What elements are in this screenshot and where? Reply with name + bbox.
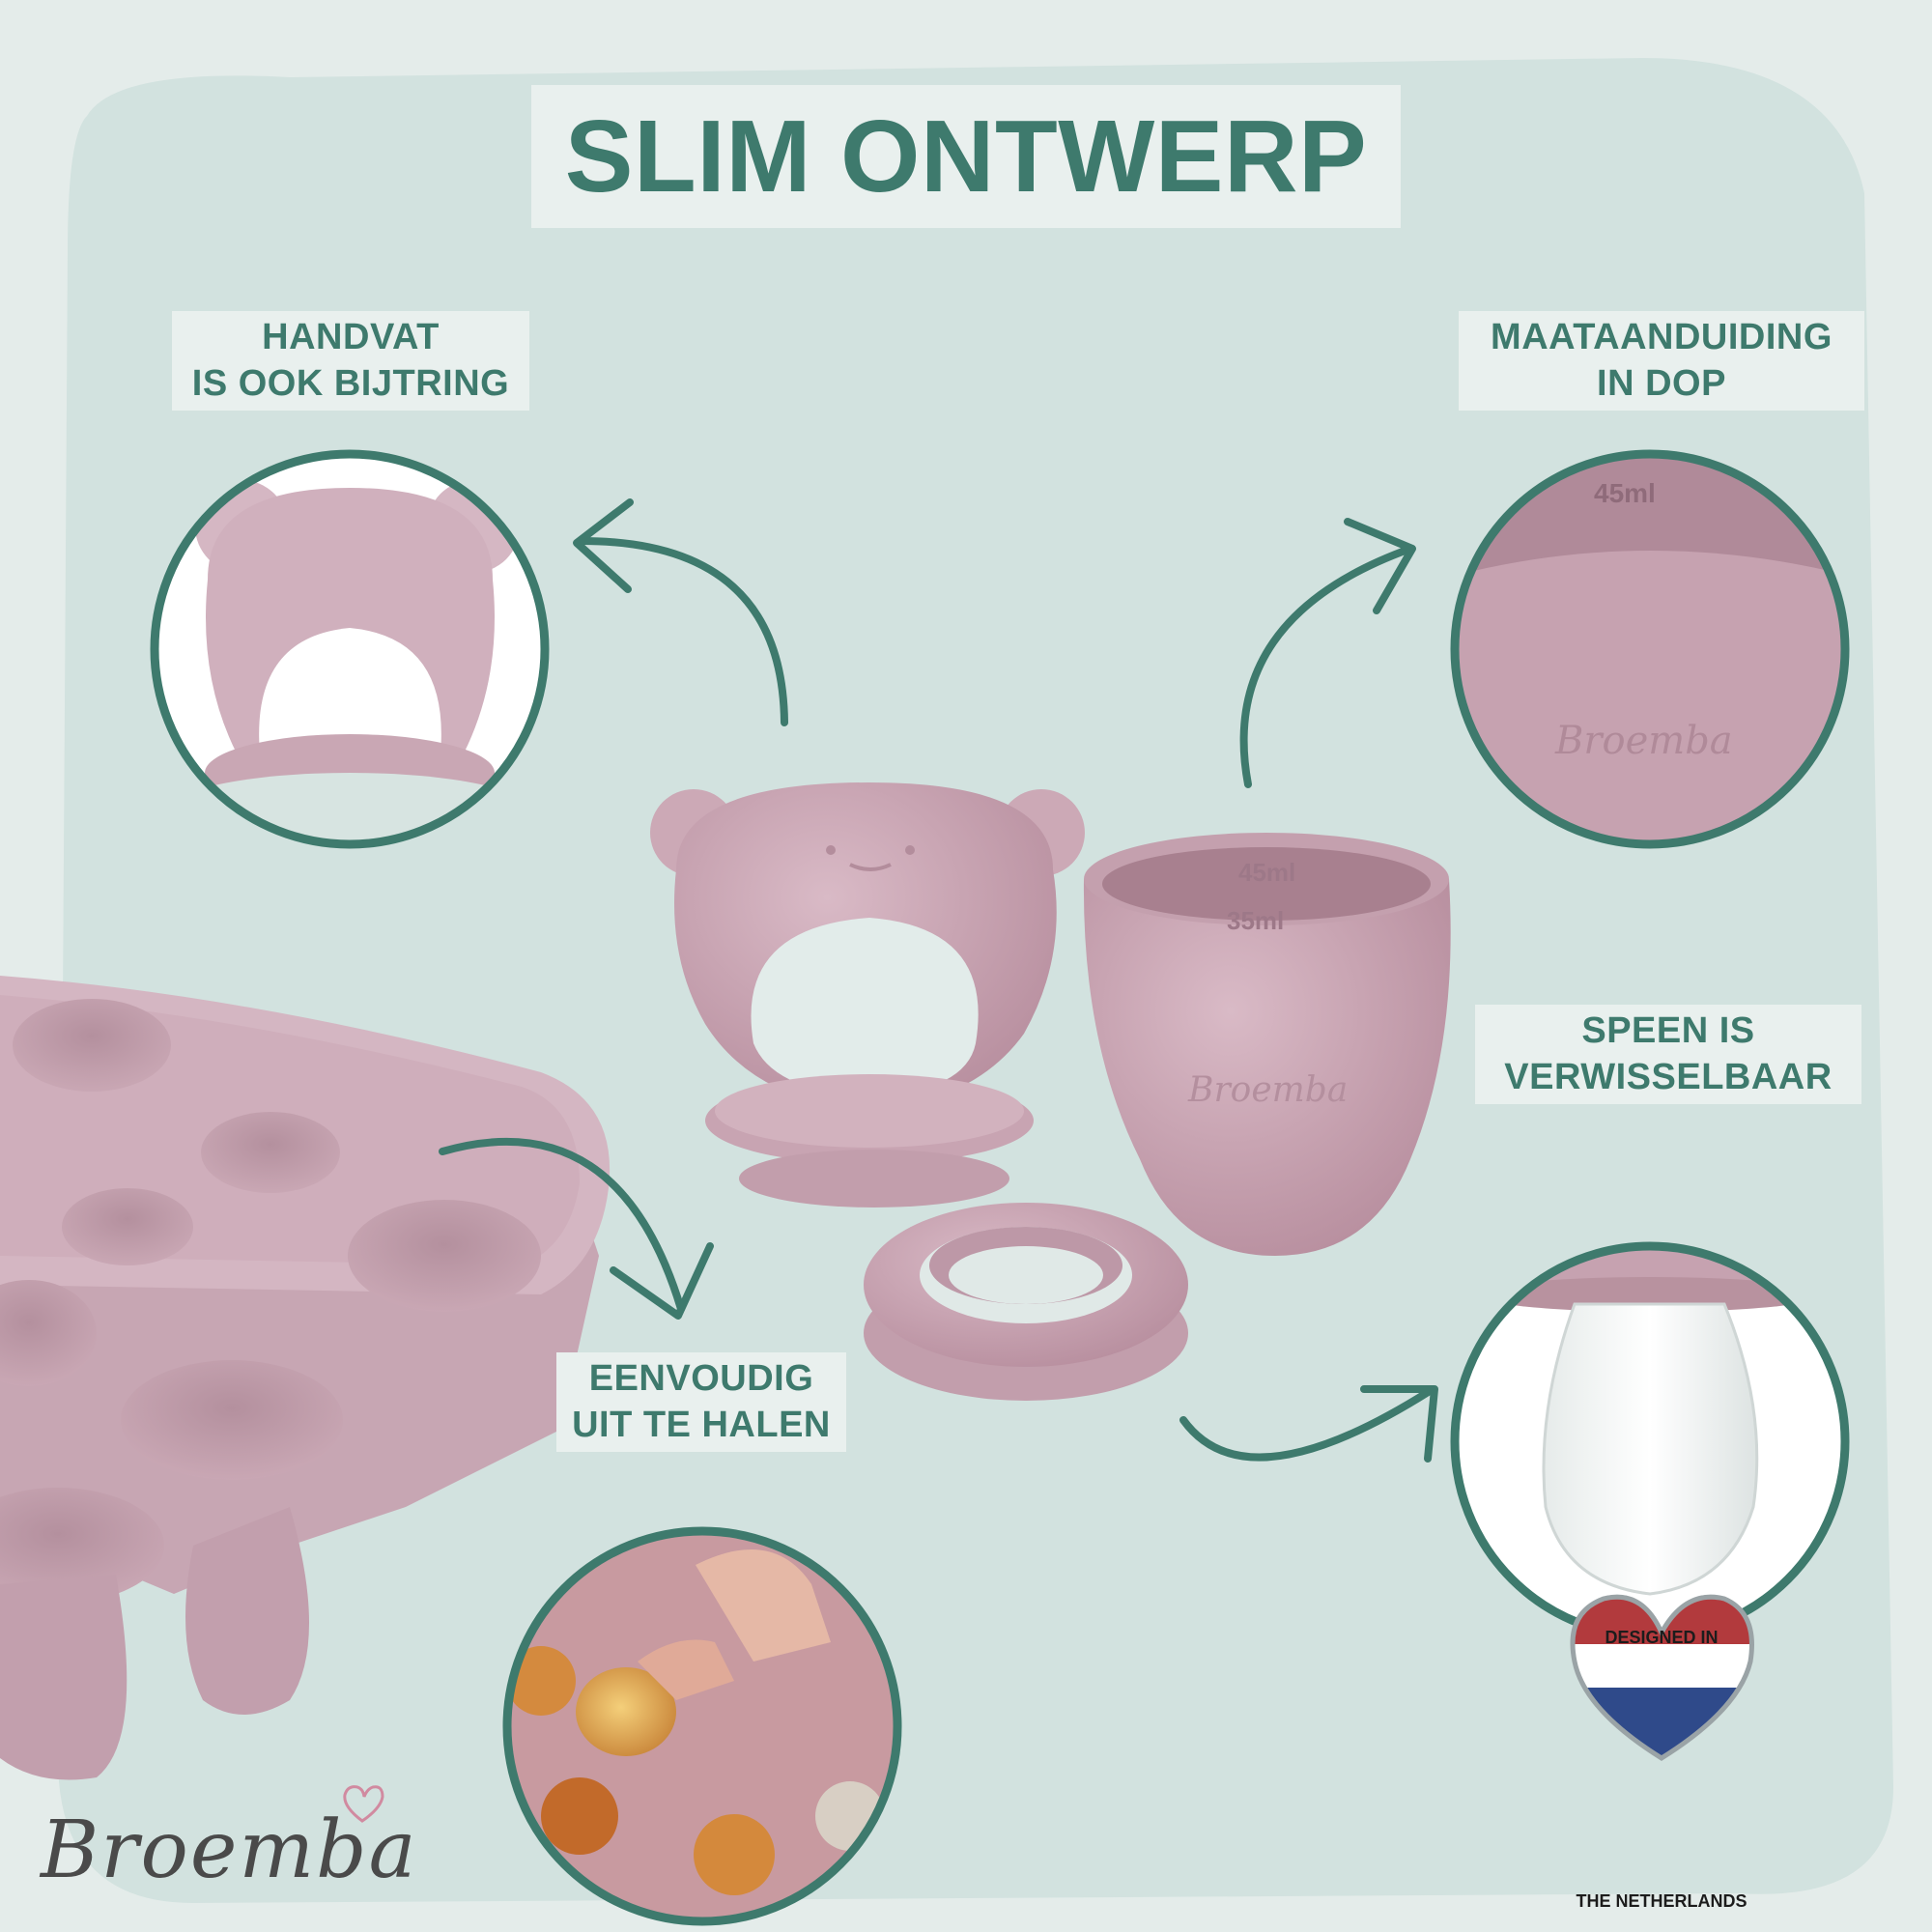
feature-label-handvat-line2: IS OOK BIJTRING xyxy=(191,362,510,404)
feature-label-eenvoudig-line1: EENVOUDIG xyxy=(588,1358,814,1399)
bear-handle-illustration xyxy=(650,782,1085,1208)
detail-marking-45: 45ml xyxy=(1594,478,1656,508)
ring-illustration xyxy=(864,1203,1188,1401)
page-title: SLIM ONTWERP xyxy=(531,85,1401,228)
badge-designed-in: DESIGNED IN xyxy=(1605,1628,1719,1647)
brand-logo: Broemba xyxy=(41,1804,418,1896)
feature-label-speen: SPEEN IS VERWISSELBAAR xyxy=(1475,1005,1861,1104)
feature-label-maat-line2: IN DOP xyxy=(1597,362,1726,404)
feature-label-speen-line2: VERWISSELBAAR xyxy=(1504,1056,1833,1097)
cup-marking-35: 35ml xyxy=(1227,906,1284,935)
feature-label-maat-line1: MAATAANDUIDING xyxy=(1491,317,1833,357)
feature-label-speen-line1: SPEEN IS xyxy=(1581,1010,1755,1051)
detail-circle-eenvoudig xyxy=(502,1526,902,1926)
detail-brand-emboss: Broemba xyxy=(1554,719,1733,763)
tray-illustration xyxy=(0,976,611,1780)
arrow-to-maat xyxy=(1239,545,1414,788)
feature-label-eenvoudig: EENVOUDIG UIT TE HALEN xyxy=(556,1352,846,1452)
feature-label-eenvoudig-line2: UIT TE HALEN xyxy=(572,1404,831,1445)
badge-country: THE NETHERLANDS xyxy=(1576,1891,1747,1911)
detail-circle-handvat xyxy=(150,449,550,849)
arrow-to-speen xyxy=(1179,1387,1434,1462)
detail-circle-maat: 45ml Broemba xyxy=(1450,449,1850,849)
arrow-to-handvat xyxy=(578,537,788,726)
cup-brand-emboss: Broemba xyxy=(1187,1070,1348,1110)
detail-circle-speen xyxy=(1450,1241,1850,1641)
feature-label-maat: MAATAANDUIDING IN DOP xyxy=(1459,311,1864,411)
cup-illustration: 45ml 35ml Broemba xyxy=(1083,833,1451,1256)
cup-marking-45: 45ml xyxy=(1238,858,1295,887)
feature-label-handvat-line1: HANDVAT xyxy=(262,317,440,357)
brand-heart-icon xyxy=(343,1785,384,1823)
feature-label-handvat: HANDVAT IS OOK BIJTRING xyxy=(172,311,529,411)
arrows xyxy=(439,498,1438,1463)
arrow-to-eenvoudig xyxy=(439,1137,685,1313)
